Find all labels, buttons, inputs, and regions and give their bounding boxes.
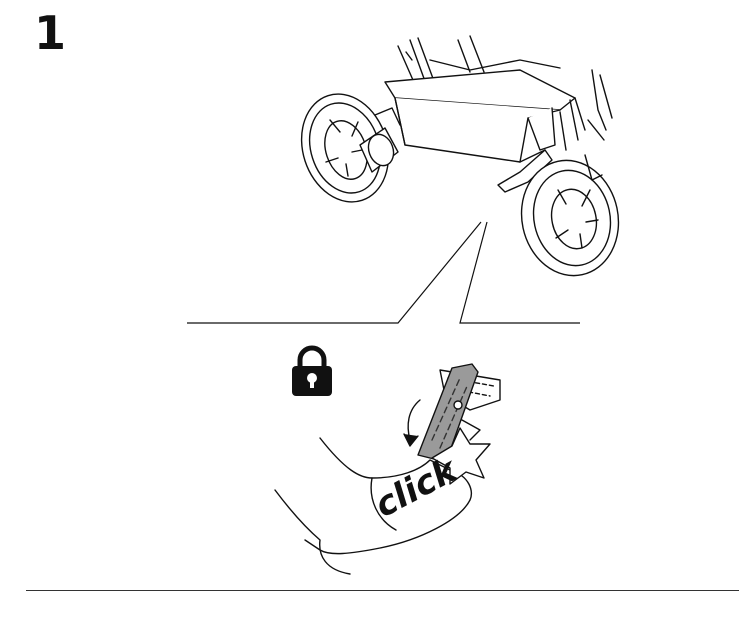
foot-on-pedal (274, 363, 501, 575)
stroller-chassis (300, 35, 620, 277)
lock-icon (292, 345, 332, 396)
bottom-rule (26, 590, 739, 591)
step-number: 1 (34, 6, 67, 60)
zoom-callout (187, 221, 580, 324)
